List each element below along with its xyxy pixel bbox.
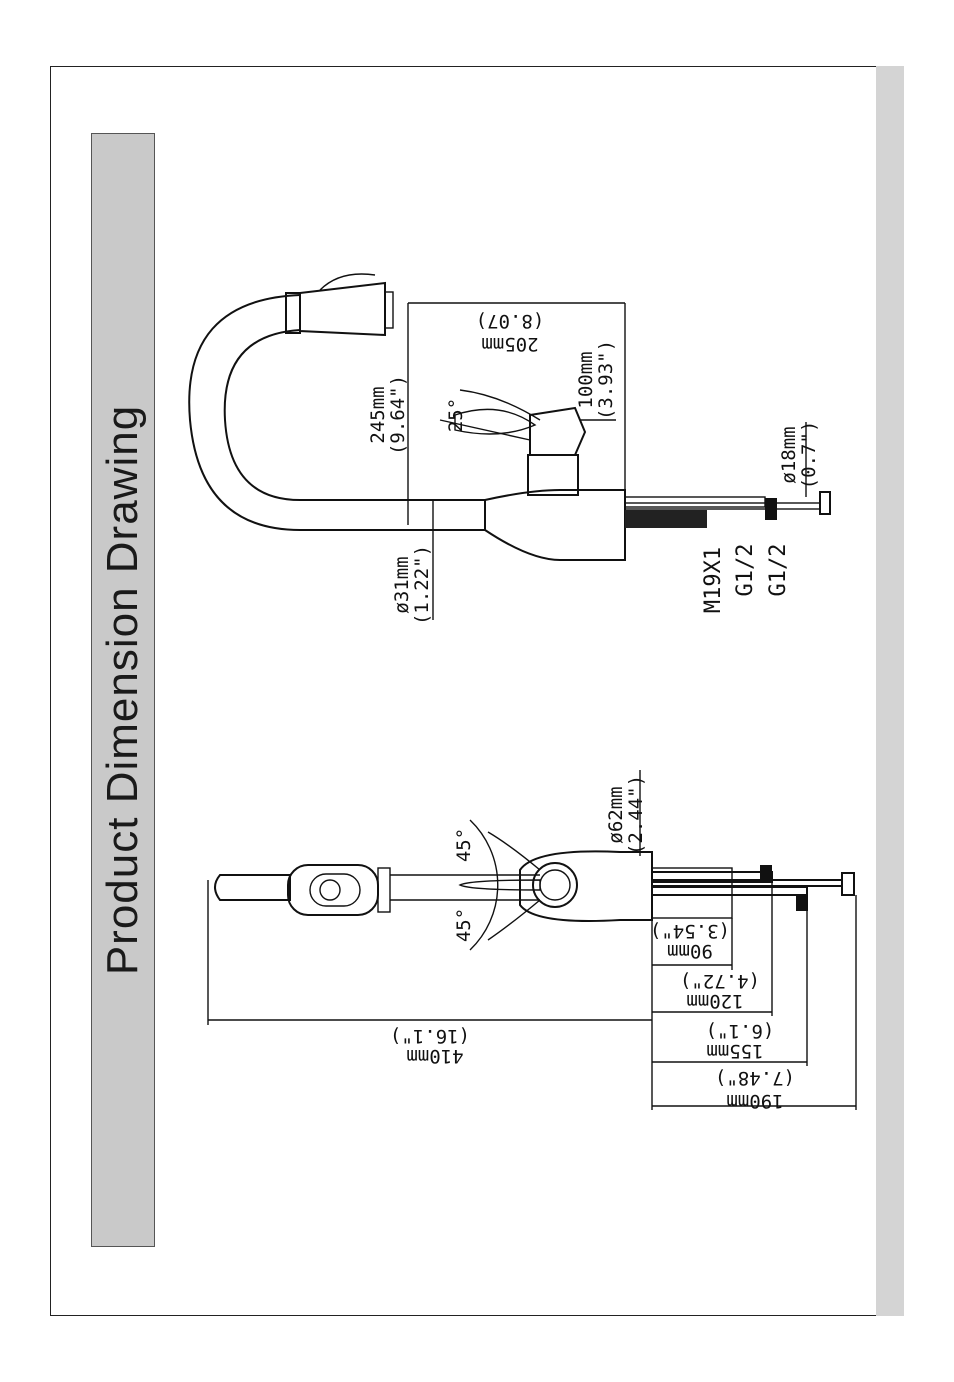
label-handle-angle: 25° bbox=[445, 398, 467, 432]
label-spout-height: 245mm bbox=[367, 386, 389, 443]
label-thread-3: G1/2 bbox=[766, 544, 791, 597]
label-reach-120: 120mm bbox=[686, 990, 743, 1012]
label-height-in: (16.1") bbox=[390, 1025, 470, 1047]
label-reach-120-in: (4.72") bbox=[680, 970, 760, 992]
label-reach-90: 90mm bbox=[667, 940, 713, 962]
label-handle-height: 100mm bbox=[575, 351, 597, 408]
label-angle-a: 45° bbox=[453, 828, 475, 862]
label-height: 410mm bbox=[406, 1045, 463, 1067]
label-spout-reach-in: (8.07) bbox=[476, 310, 545, 332]
label-thread-2: G1/2 bbox=[733, 544, 758, 597]
label-reach-155-in: (6.1") bbox=[706, 1020, 775, 1042]
label-hose-diameter-in: (1.22") bbox=[411, 545, 433, 625]
side-view-faucet bbox=[188, 273, 831, 561]
label-angle-b: 45° bbox=[453, 908, 475, 942]
label-handle-height-in: (3.93") bbox=[595, 340, 617, 420]
label-spout-reach: 205mm bbox=[481, 333, 538, 355]
dimension-labels: 410mm (16.1") 90mm (3.54") 120mm (4.72")… bbox=[367, 310, 820, 1112]
label-spout-height-in: (9.64") bbox=[387, 375, 409, 455]
label-diameter: ø62mm bbox=[605, 786, 627, 843]
title-band bbox=[91, 133, 155, 1247]
label-reach-190-in: (7.48") bbox=[715, 1067, 795, 1089]
page-frame bbox=[50, 66, 904, 1316]
label-diameter-in: (2.44") bbox=[625, 775, 647, 855]
front-dimension-lines bbox=[207, 770, 857, 1110]
label-thread-1: M19X1 bbox=[701, 547, 726, 613]
label-hose-diameter: ø31mm bbox=[391, 556, 413, 613]
front-view-faucet bbox=[214, 819, 855, 951]
label-reach-155: 155mm bbox=[706, 1040, 763, 1062]
label-reach-90-in: (3.54") bbox=[650, 920, 730, 942]
label-supply-diameter-in: (0.7") bbox=[798, 421, 820, 490]
label-reach-190: 190mm bbox=[726, 1090, 783, 1112]
label-supply-diameter: ø18mm bbox=[778, 426, 800, 483]
side-strip bbox=[876, 66, 904, 1316]
side-dimension-lines bbox=[407, 302, 807, 620]
